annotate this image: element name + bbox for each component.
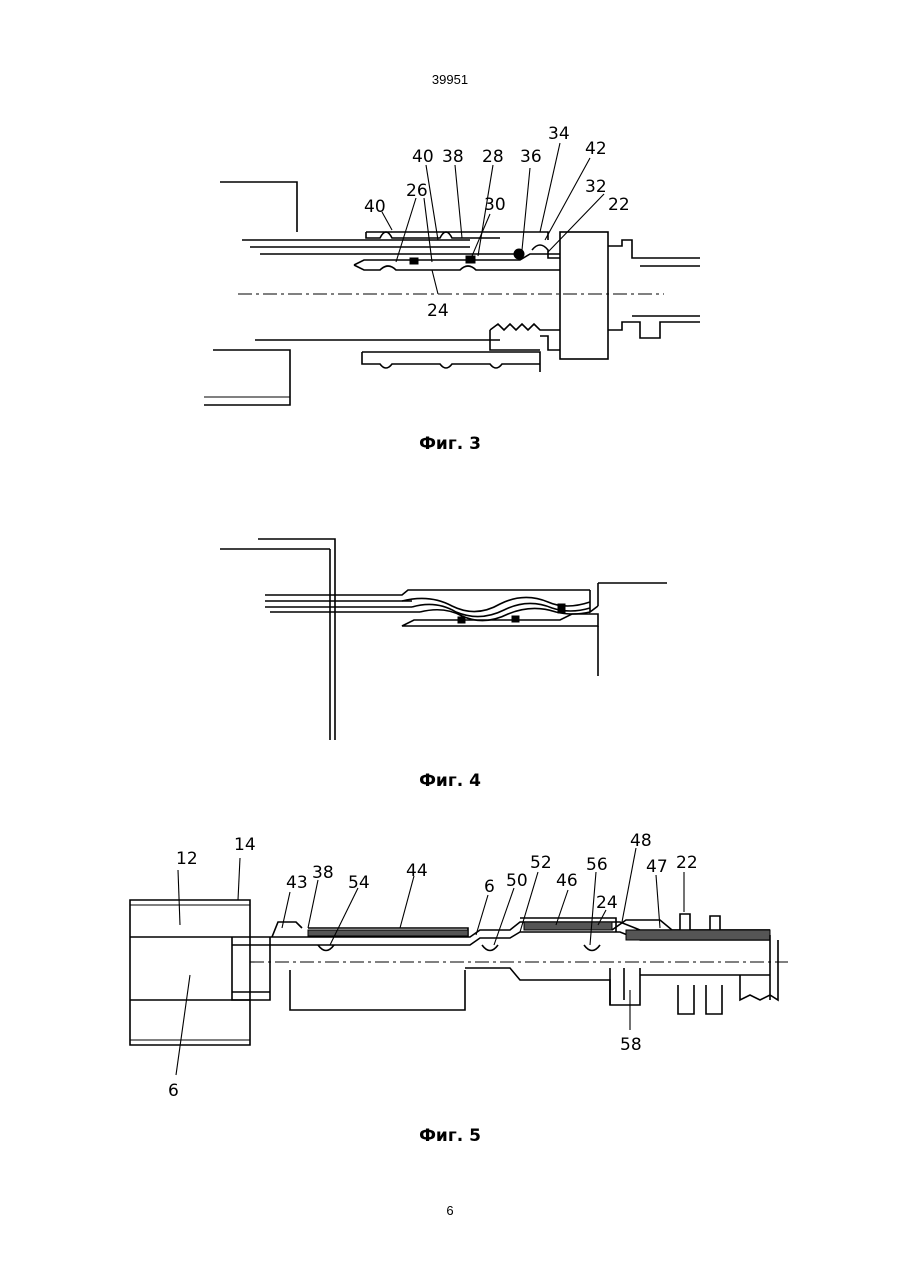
fig5-label-38: 38: [312, 863, 334, 883]
fig5-label-52: 52: [530, 853, 552, 873]
fig5-label-43: 43: [286, 873, 308, 893]
fig5-label-50: 50: [506, 871, 528, 891]
figure-5-caption: Фиг. 5: [0, 1126, 900, 1146]
fig5-label-44: 44: [406, 861, 428, 881]
fig5-label-24: 24: [596, 893, 618, 913]
fig5-label-48: 48: [630, 831, 652, 851]
fig5-label-12: 12: [176, 849, 198, 869]
fig5-label-46: 46: [556, 871, 578, 891]
page-number: 6: [0, 1203, 900, 1218]
fig5-label-56: 56: [586, 855, 608, 875]
fig5-label-6a: 6: [484, 877, 495, 897]
fig5-label-54: 54: [348, 873, 370, 893]
fig5-label-22: 22: [676, 853, 698, 873]
fig5-label-14: 14: [234, 835, 256, 855]
fig5-label-6b: 6: [168, 1081, 179, 1101]
fig5-label-58: 58: [620, 1035, 642, 1055]
fig5-label-47: 47: [646, 857, 668, 877]
